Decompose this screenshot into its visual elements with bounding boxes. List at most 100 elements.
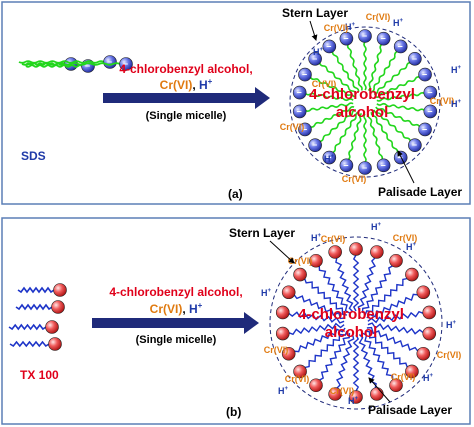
cr-ion-b: Cr(VI) xyxy=(285,374,310,384)
tx100-micelle-head xyxy=(281,285,296,300)
svg-text:−: − xyxy=(107,57,112,67)
tx100-micelle-tail xyxy=(288,311,345,324)
reaction-note-a: (Single micelle) xyxy=(146,110,227,122)
sds-micelle-tail xyxy=(309,76,355,98)
sds-micelle-tail xyxy=(318,62,357,95)
sds-micelle-tail xyxy=(346,44,363,91)
sds-micelle-tail xyxy=(305,102,354,113)
sds-micelle-tail xyxy=(367,113,384,160)
tx100-micelle-head xyxy=(405,267,419,282)
sds-micelle-head: − xyxy=(408,51,422,66)
core-label-a-2: alcohol xyxy=(336,104,389,121)
sds-micelle-tail xyxy=(375,76,420,98)
cr-ion-a: Cr(VI) xyxy=(342,174,367,184)
cr-ion-a: Cr(VI) xyxy=(280,122,305,132)
cr-ion-a: Cr(VI) xyxy=(324,23,349,33)
sds-micelle-head: − xyxy=(308,51,322,66)
reaction-hsup-b: + xyxy=(198,301,203,310)
tx100-micelle-head xyxy=(416,346,431,361)
tx100-micelle-tail xyxy=(364,277,408,316)
sds-monomers: −−−− xyxy=(18,55,133,73)
cr-ion-b: Cr(VI) xyxy=(391,372,416,382)
tx100-micelle-head xyxy=(275,326,290,341)
tx100-micelle-tail xyxy=(303,278,348,316)
svg-text:−: − xyxy=(123,59,128,69)
h-ion-a: H+ xyxy=(393,18,404,28)
stern-layer-b xyxy=(269,236,443,410)
tx100-head xyxy=(51,300,65,314)
tx100-micelle-head xyxy=(422,305,437,320)
tx100-micelle-head xyxy=(309,253,323,268)
core-label-b-2: alcohol xyxy=(325,324,378,341)
tx100-micelle-tail xyxy=(288,322,345,336)
reaction-cr-b: Cr(VI) xyxy=(150,302,183,316)
cr-ion-a: Cr(VI) xyxy=(312,79,337,89)
h-ion-b: H+ xyxy=(446,320,457,330)
tx100-micelle-head xyxy=(281,346,296,361)
h-ion-b: H+ xyxy=(406,242,417,252)
sds-micelle-tail xyxy=(363,41,367,91)
sds-micelle-tail xyxy=(363,113,367,163)
tx100-micelle-head xyxy=(349,242,363,256)
cr-ion-a: Cr(VI) xyxy=(430,96,455,106)
reaction-arrow-a xyxy=(103,87,270,109)
tx100-micelle-tail xyxy=(362,332,394,381)
tx100-micelle-head xyxy=(370,245,384,259)
tx100-tail xyxy=(8,323,47,331)
cr-ion-b: Cr(VI) xyxy=(264,345,289,355)
panel-label-a: (a) xyxy=(228,187,243,201)
sds-micelle-head: − xyxy=(358,29,372,43)
tx100-micelle-head xyxy=(293,364,307,379)
tx100-tail xyxy=(9,340,50,348)
sds-micelle-head: − xyxy=(308,138,322,153)
svg-text:−: − xyxy=(297,88,302,98)
sds-micelle-head: − xyxy=(408,138,422,153)
tx100-micelle-tail xyxy=(335,334,355,389)
tx100-micelle-tail xyxy=(366,293,418,319)
svg-text:−: − xyxy=(343,160,348,170)
sds-micelle-head: − xyxy=(292,104,307,119)
reaction-hsup-a: + xyxy=(208,77,213,86)
tx100-micelle-tail xyxy=(294,327,346,353)
sds-micelle-tail xyxy=(319,109,356,143)
svg-text:−: − xyxy=(380,34,385,44)
sds-micelle-head: − xyxy=(376,158,391,173)
tx100-monomers xyxy=(8,283,67,351)
sds-micelle-head: − xyxy=(322,150,337,165)
svg-text:−: − xyxy=(398,41,403,51)
tx100-micelle-tail xyxy=(367,310,424,324)
sds-micelle-tail xyxy=(310,106,355,128)
sds-micelle-head: − xyxy=(418,122,432,137)
svg-text:−: − xyxy=(422,70,427,80)
reaction-conditions-b: Cr(VI), H+ xyxy=(150,301,203,316)
h-ion-a: H+ xyxy=(451,65,462,75)
tx100-micelle-tail xyxy=(364,330,409,368)
panel-a: −−−− SDS 4-chlorobenzyl alcohol, Cr(VI),… xyxy=(1,1,471,205)
h-ion-b: H+ xyxy=(423,373,434,383)
tx100-micelle-head xyxy=(389,378,403,393)
palisade-pointer-b xyxy=(368,377,391,403)
sds-micelle-tail xyxy=(331,51,360,93)
tx100-tail xyxy=(17,286,55,294)
tx100-micelle-tail xyxy=(352,334,360,392)
svg-text:−: − xyxy=(398,153,403,163)
sds-micelle-tail xyxy=(376,91,425,102)
svg-text:−: − xyxy=(312,54,317,64)
svg-text:−: − xyxy=(362,31,367,41)
tx100-micelle-head xyxy=(422,326,437,341)
stern-label-b: Stern Layer xyxy=(229,226,295,240)
sds-micelle-tail xyxy=(373,109,412,142)
tx100-micelle-head xyxy=(328,245,342,259)
tx100-head xyxy=(53,283,67,297)
svg-text:−: − xyxy=(427,106,432,116)
h-ion-a: H+ xyxy=(451,99,462,109)
sds-micelle-head: − xyxy=(322,39,337,54)
h-ion-b: H+ xyxy=(311,233,322,243)
sds-micelle-head: − xyxy=(339,31,354,46)
stern-layer-a xyxy=(289,26,441,178)
core-label-b-1: 4-chlorobenzyl xyxy=(298,306,404,323)
sds-micelle-head: − xyxy=(376,31,391,46)
reaction-note-b: (Single micelle) xyxy=(136,334,217,346)
